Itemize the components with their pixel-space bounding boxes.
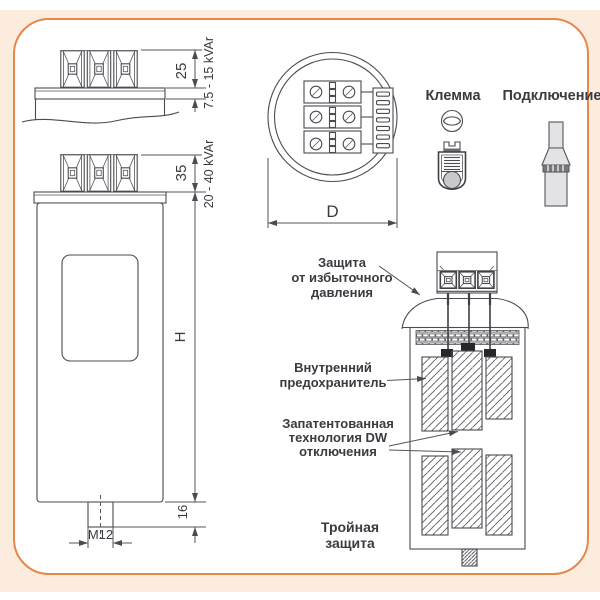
winding-element (485, 356, 513, 420)
svg-text:Внутренний: Внутренний (294, 360, 372, 375)
winding-element (485, 454, 513, 536)
dim-25-label: 25 (173, 63, 190, 80)
internal-fuse-label: Внутренний предохранитель (280, 360, 387, 390)
capacitor-body (36, 202, 164, 503)
dw-technology-label: Запатентованная технология DW отключения (282, 416, 394, 459)
svg-text:предохранитель: предохранитель (280, 375, 387, 390)
svg-text:давления: давления (311, 285, 373, 300)
cutaway-view: Защита от избыточного давления Внутренни… (280, 251, 529, 567)
top-view: D (267, 51, 398, 228)
svg-text:от избыточного: от избыточного (291, 270, 392, 285)
winding-element (451, 350, 483, 431)
fuse-cap (461, 343, 475, 351)
overpressure-label: Защита от избыточного давления (291, 255, 392, 300)
winding-element (421, 455, 449, 536)
thread-m12-label: M12 (88, 527, 113, 542)
connection-label: Подключение (503, 88, 600, 104)
svg-text:защита: защита (325, 535, 375, 551)
overpressure-dome (401, 297, 529, 330)
fuse-cap (484, 349, 496, 357)
svg-text:технология DW: технология DW (289, 430, 388, 445)
break-line (21, 111, 180, 124)
side-connector (361, 87, 394, 154)
terminal-rows (303, 80, 362, 154)
fuse-cap (441, 349, 453, 357)
side-view-small-unit: 25 7.5 - 15 kVAr (21, 37, 216, 124)
svg-text:Запатентованная: Запатентованная (282, 416, 394, 431)
bottom-stud (461, 548, 478, 567)
range-small-label: 7.5 - 15 kVAr (202, 37, 216, 109)
clamp-terminal-icon (437, 141, 467, 191)
crimp-seal-band (415, 330, 520, 345)
connection-detail: Подключение (503, 88, 600, 207)
svg-text:отключения: отключения (299, 444, 377, 459)
svg-text:Защита: Защита (318, 255, 367, 270)
triple-protection-label: Тройная защита (321, 519, 379, 551)
nameplate (61, 254, 139, 362)
dim-h-label: H (172, 332, 189, 343)
cable-lug-icon (541, 121, 571, 207)
winding-element (421, 356, 449, 432)
svg-text:Тройная: Тройная (321, 519, 379, 535)
screw-head-top-icon (440, 109, 464, 133)
terminal-detail: Клемма (425, 88, 481, 191)
dim-16-label: 16 (175, 505, 190, 519)
side-view-large-unit: 35 20 - 40 kVAr H 16 M12 (33, 140, 216, 548)
mounting-stud (87, 501, 114, 528)
dim-35-label: 35 (173, 165, 190, 182)
winding-element (451, 448, 483, 529)
dim-d-label: D (326, 202, 338, 221)
terminal-label: Клемма (425, 88, 481, 104)
range-large-label: 20 - 40 kVAr (202, 140, 216, 209)
